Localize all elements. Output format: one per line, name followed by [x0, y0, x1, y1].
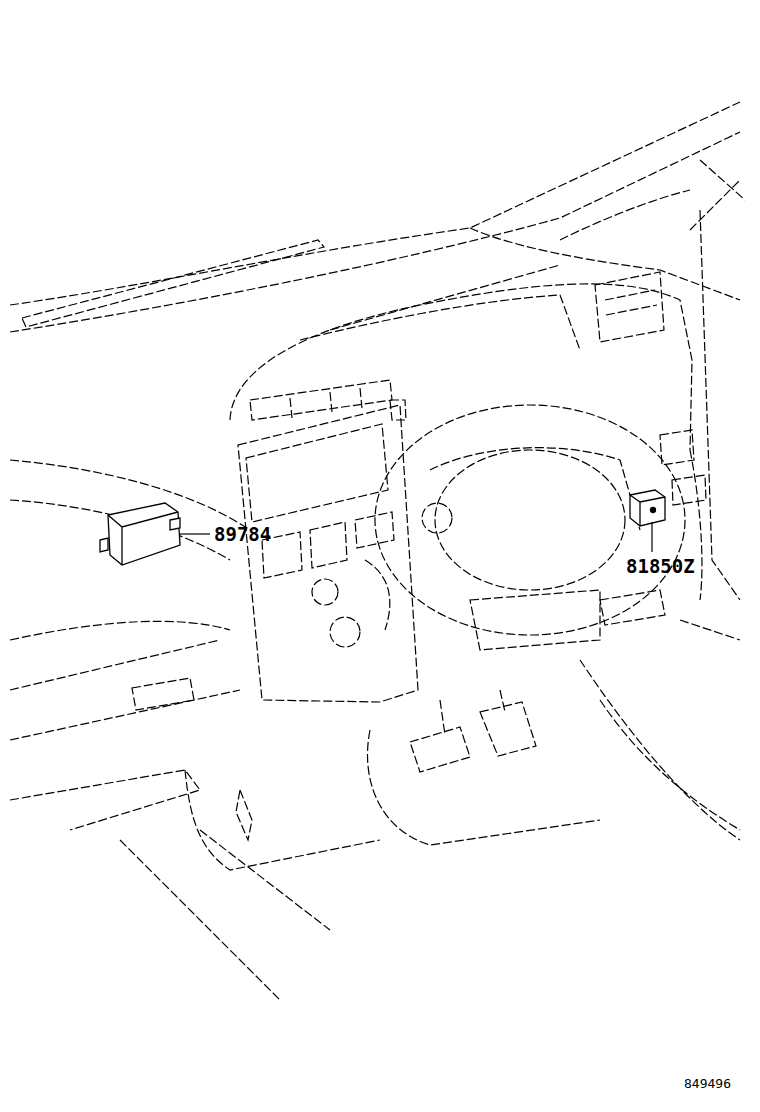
- leader-line: [651, 522, 652, 552]
- control-module: [108, 503, 180, 565]
- switch-part: [630, 490, 665, 526]
- module-connector: [100, 518, 180, 552]
- illustration-number: 849496: [684, 1077, 731, 1090]
- callout-number: 89784: [214, 525, 271, 544]
- leader-line: [180, 533, 210, 534]
- interior-outline: [10, 102, 745, 1000]
- parts: [100, 490, 665, 565]
- switch-edge: [630, 495, 665, 526]
- leader-lines: [180, 522, 652, 552]
- callout-number: 81850Z: [626, 557, 695, 576]
- switch-mark: [651, 508, 656, 513]
- module-edge: [108, 512, 178, 565]
